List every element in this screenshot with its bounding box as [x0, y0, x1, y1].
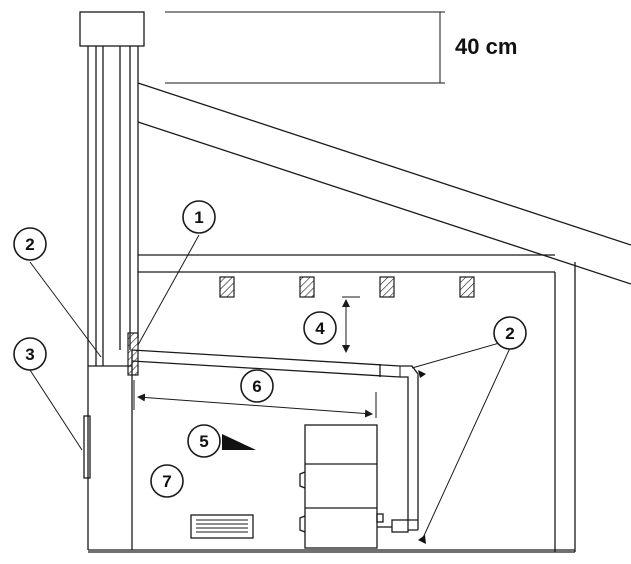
callout-5: 5 — [187, 424, 221, 458]
callout-6: 6 — [240, 369, 274, 403]
callout-7: 7 — [150, 464, 184, 498]
callout-label: 4 — [315, 319, 325, 338]
callout-label: 1 — [194, 208, 203, 227]
slope-triangle — [222, 434, 256, 450]
callout-2-right: 2 — [493, 316, 527, 350]
cleanout-door — [83, 415, 91, 479]
leader-arrow — [418, 535, 426, 544]
clearance-dimension — [342, 296, 360, 353]
callout-label: 2 — [505, 324, 514, 343]
leader-arrow — [418, 370, 426, 378]
roof — [137, 82, 631, 285]
wall-sleeve — [127, 332, 139, 376]
callout-3: 3 — [13, 337, 47, 371]
ceiling-beam — [219, 276, 235, 298]
callout-1: 1 — [182, 200, 216, 234]
boiler — [299, 424, 392, 549]
callout-label: 7 — [162, 472, 171, 491]
callout-label: 6 — [252, 377, 261, 396]
callout-4: 4 — [303, 311, 337, 345]
ceiling-beam — [459, 276, 475, 298]
height-dimension: 40 cm — [165, 11, 517, 84]
callout-label: 5 — [199, 432, 208, 451]
chimney — [79, 11, 145, 367]
air-vent-grille — [190, 514, 254, 539]
building-structure — [87, 254, 576, 553]
chimney-cap — [79, 11, 145, 47]
dimension-label: 40 cm — [455, 34, 517, 59]
ceiling-beams — [219, 276, 475, 298]
callout-label: 3 — [25, 345, 34, 364]
ceiling-beam — [299, 276, 315, 298]
ceiling-beam — [379, 276, 395, 298]
callout-2-left: 2 — [13, 227, 47, 261]
leader-lines — [29, 234, 511, 541]
flue-connector-pipe — [131, 349, 419, 533]
pipe-length-dimension — [133, 380, 377, 418]
callout-label: 2 — [25, 235, 34, 254]
